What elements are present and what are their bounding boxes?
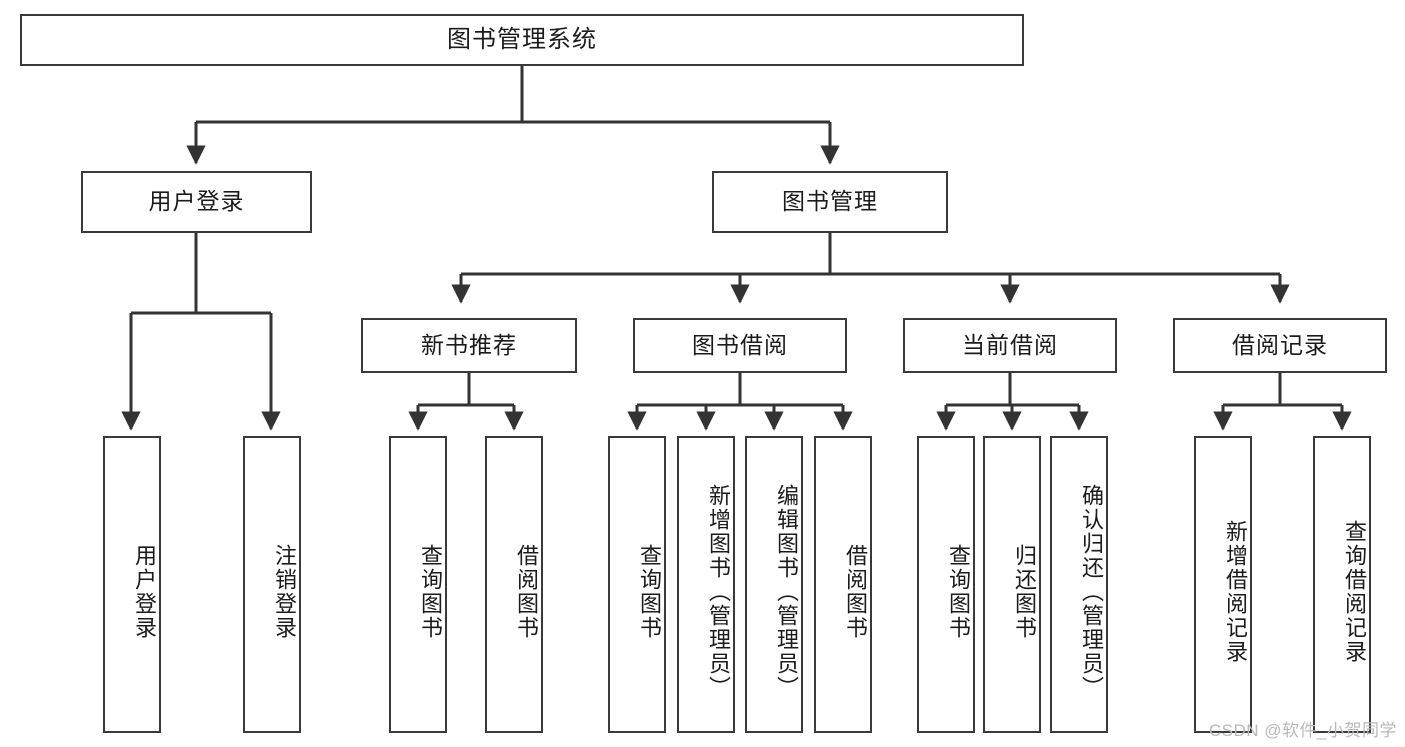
node-label: 借阅图书	[843, 543, 868, 640]
leaf-borrow-record-query-record[interactable]: 查询借阅记录	[1313, 436, 1371, 733]
node-current-borrow[interactable]: 当前借阅	[903, 318, 1117, 373]
leaf-new-book-query-book[interactable]: 查询图书	[389, 436, 447, 733]
node-label: 查询图书	[946, 543, 971, 640]
leaf-user-login-logout[interactable]: 注销登录	[243, 436, 301, 733]
leaf-new-book-borrow-book[interactable]: 借阅图书	[485, 436, 543, 733]
node-label: 新增借阅记录	[1223, 519, 1248, 664]
node-book-borrow[interactable]: 图书借阅	[633, 318, 847, 373]
node-label: 新书推荐	[421, 331, 517, 358]
node-new-book-recommend[interactable]: 新书推荐	[361, 318, 577, 373]
leaf-book-borrow-query-book[interactable]: 查询图书	[608, 436, 666, 733]
node-label: 新增图书（管理员）	[706, 483, 731, 700]
node-label: 归还图书	[1012, 543, 1037, 640]
leaf-current-borrow-confirm-return-admin[interactable]: 确认归还（管理员）	[1050, 436, 1108, 733]
node-book-management[interactable]: 图书管理	[712, 171, 948, 233]
leaf-user-login-login[interactable]: 用户登录	[103, 436, 161, 733]
leaf-book-borrow-borrow-book[interactable]: 借阅图书	[814, 436, 872, 733]
node-label: 当前借阅	[962, 331, 1058, 358]
node-label: 注销登录	[272, 543, 297, 640]
csdn-watermark: CSDN @软件_小贺同学	[1208, 721, 1397, 740]
leaf-current-borrow-query-book[interactable]: 查询图书	[917, 436, 975, 733]
node-user-login[interactable]: 用户登录	[81, 171, 312, 233]
node-label: 查询图书	[418, 543, 443, 640]
node-label: 图书管理	[782, 188, 878, 215]
node-label: 确认归还（管理员）	[1079, 483, 1104, 700]
node-borrow-record[interactable]: 借阅记录	[1173, 318, 1387, 373]
node-label: 编辑图书（管理员）	[774, 483, 799, 700]
leaf-book-borrow-add-book-admin[interactable]: 新增图书（管理员）	[677, 436, 735, 733]
node-label: 借阅记录	[1232, 331, 1328, 358]
leaf-borrow-record-add-record[interactable]: 新增借阅记录	[1194, 436, 1252, 733]
node-label: 图书管理系统	[447, 25, 597, 53]
node-root-system[interactable]: 图书管理系统	[20, 14, 1024, 66]
node-label: 借阅图书	[514, 543, 539, 640]
node-label: 查询图书	[637, 543, 662, 640]
node-label: 查询借阅记录	[1342, 519, 1367, 664]
node-label: 用户登录	[148, 188, 245, 215]
leaf-book-borrow-edit-book-admin[interactable]: 编辑图书（管理员）	[745, 436, 803, 733]
node-label: 图书借阅	[692, 331, 788, 358]
node-label: 用户登录	[132, 543, 157, 640]
leaf-current-borrow-return-book[interactable]: 归还图书	[983, 436, 1041, 733]
